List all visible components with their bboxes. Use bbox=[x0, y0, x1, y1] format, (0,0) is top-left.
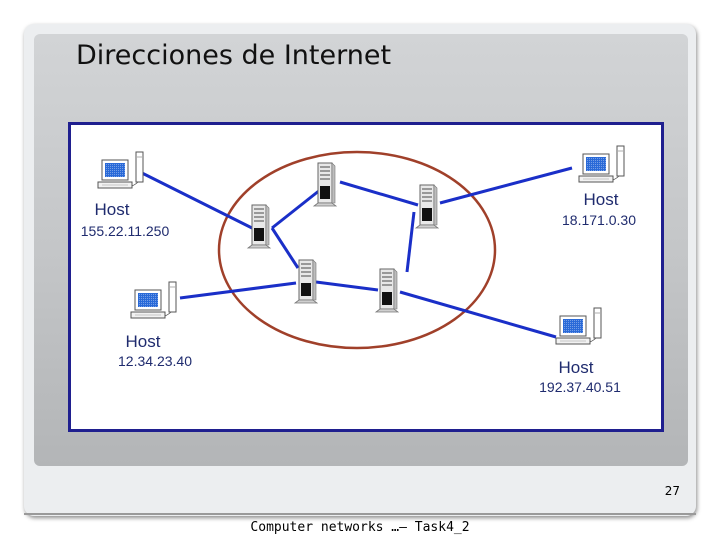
host-address: 192.37.40.51 bbox=[539, 379, 621, 395]
desktop-computer-icon bbox=[130, 281, 177, 319]
server-tower-icon bbox=[375, 268, 399, 313]
link-router-host2 bbox=[439, 166, 573, 205]
desktop-computer-icon bbox=[555, 307, 602, 345]
link-router-router bbox=[339, 180, 419, 207]
footer-text: Computer networks …– Task4_2 bbox=[250, 520, 470, 535]
network-links bbox=[139, 166, 573, 339]
host-label: Host bbox=[95, 200, 130, 219]
host-label: Host bbox=[559, 358, 594, 377]
host-address: 12.34.23.40 bbox=[118, 353, 192, 369]
server-tower-icon bbox=[415, 184, 439, 229]
host-address: 155.22.11.250 bbox=[81, 223, 170, 239]
network-cloud-outline bbox=[217, 150, 497, 350]
host-label: Host bbox=[126, 332, 161, 351]
network-diagram bbox=[68, 122, 664, 432]
link-host3-router bbox=[179, 281, 297, 300]
link-router-host4 bbox=[399, 290, 557, 339]
link-router-router bbox=[405, 211, 416, 273]
page-number: 27 bbox=[664, 484, 680, 498]
host-address: 18.171.0.30 bbox=[562, 212, 636, 228]
link-router-router bbox=[270, 227, 300, 269]
footer-divider bbox=[24, 513, 696, 515]
slide-title: Direcciones de Internet bbox=[76, 40, 392, 71]
link-router-router bbox=[271, 188, 321, 230]
link-host1-router bbox=[139, 170, 253, 230]
host-label: Host bbox=[584, 190, 619, 209]
link-router-router bbox=[315, 280, 379, 292]
desktop-computer-icon bbox=[97, 151, 144, 189]
desktop-computer-icon bbox=[578, 145, 625, 183]
server-tower-icon bbox=[313, 162, 337, 207]
